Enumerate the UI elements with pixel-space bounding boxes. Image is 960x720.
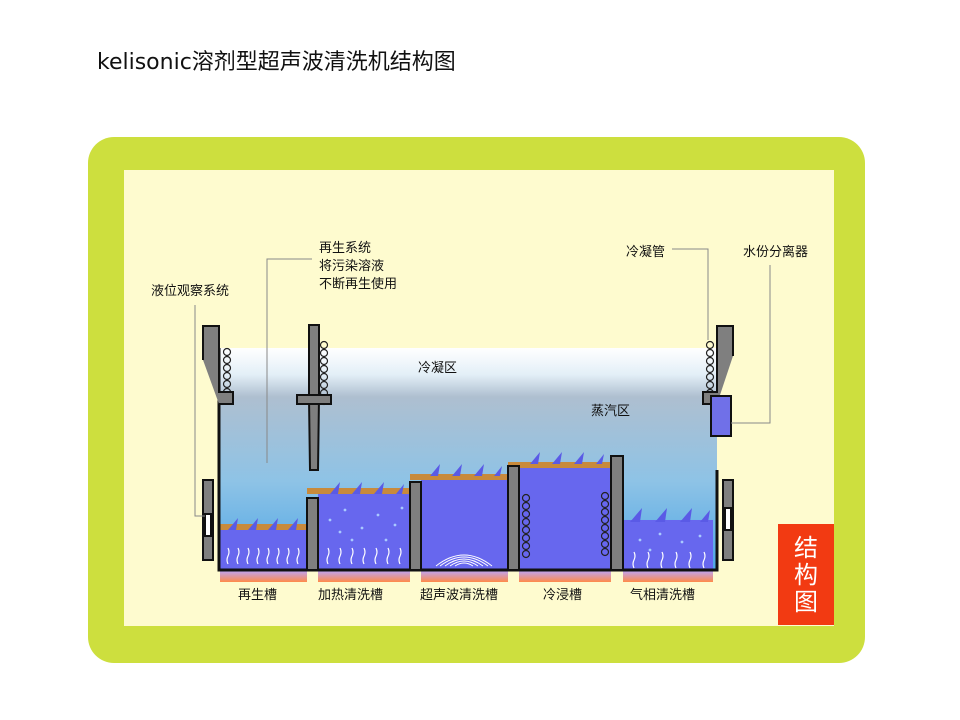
divider-4 — [610, 455, 624, 571]
badge-char-2: 构 — [794, 561, 818, 589]
label-regen-line-2: 将污染溶液 — [319, 259, 384, 274]
label-condenser-pipe: 冷凝管 — [626, 244, 665, 260]
heating-tank-liquid — [318, 492, 410, 570]
ultrasonic-waves — [435, 554, 493, 567]
immersion-coil-left — [521, 493, 531, 559]
heating-strips — [220, 570, 713, 582]
heater-waves — [226, 547, 706, 569]
structure-badge — [778, 524, 834, 625]
label-level-system: 液位观察系统 — [151, 284, 229, 299]
tank-liquids — [220, 466, 713, 570]
tank-label-regeneration: 再生槽 — [238, 588, 277, 603]
immersion-tank-liquid — [519, 466, 611, 570]
tank-label-immersion: 冷浸槽 — [543, 588, 582, 603]
tank-walls — [202, 324, 734, 572]
vapor-flames — [228, 452, 710, 530]
tank-label-heating: 加热清洗槽 — [318, 588, 383, 603]
left-top-hook — [202, 325, 234, 405]
regen-baffle-foot — [296, 394, 332, 405]
leader-separator — [731, 265, 771, 424]
regen-baffle — [308, 324, 320, 399]
leader-condenser — [672, 248, 709, 340]
label-regen-line-1: 再生系统 — [319, 241, 371, 256]
divider-3 — [507, 465, 520, 571]
zone-condensing: 冷凝区 — [418, 360, 457, 376]
divider-1 — [306, 497, 319, 571]
right-top-hook — [702, 325, 734, 405]
water-separator-box — [710, 395, 732, 437]
badge-char-1: 结 — [794, 534, 818, 562]
leader-regen — [266, 258, 312, 463]
leader-level — [194, 305, 205, 517]
zone-vapor: 蒸汽区 — [591, 404, 630, 419]
outer-shell — [217, 348, 719, 572]
immersion-coil-right — [600, 491, 610, 557]
vapor-tank-liquid — [623, 520, 713, 570]
right-sight-glass — [724, 507, 732, 531]
bubbles — [328, 506, 702, 552]
regen-baffle-tip — [307, 397, 321, 471]
label-water-separator: 水份分离器 — [743, 244, 808, 260]
tank-label-ultrasonic: 超声波清洗槽 — [420, 588, 498, 603]
tank-label-vapor: 气相清洗槽 — [630, 587, 695, 603]
leader-lines — [194, 248, 771, 517]
badge-char-3: 图 — [794, 588, 818, 616]
ultrasonic-tank-liquid — [421, 478, 508, 570]
left-sight-glass — [204, 513, 212, 537]
coils — [222, 340, 715, 559]
label-regen-line-3: 不断再生使用 — [319, 276, 397, 292]
page-title: kelisonic溶剂型超声波清洗机结构图 — [97, 50, 456, 75]
divider-2 — [409, 481, 422, 571]
regeneration-tank-liquid — [220, 528, 307, 570]
